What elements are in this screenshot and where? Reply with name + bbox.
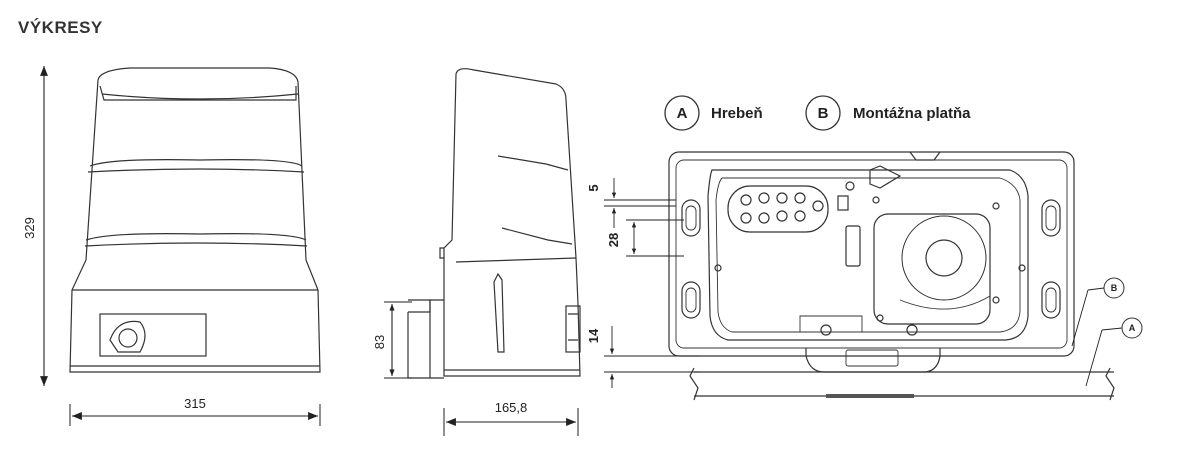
side-width-label: 165,8 — [495, 400, 528, 415]
front-height-label: 329 — [22, 217, 37, 239]
legend-a-label: Hrebeň — [711, 105, 763, 122]
detail-dimension-14 — [604, 326, 700, 388]
side-height-label: 83 — [372, 335, 387, 349]
legend-b-label: Montážna platňa — [853, 105, 971, 122]
legend: A Hrebeň B Montážna platňa — [664, 95, 971, 131]
side-width-dimension: 165,8 — [443, 400, 579, 436]
callout-a: A — [1085, 317, 1143, 387]
detail-dimension-28-label: 28 — [606, 233, 621, 247]
callout-a-letter: A — [1129, 323, 1136, 333]
callout-b: B — [1071, 277, 1125, 347]
front-width-dimension: 315 — [69, 396, 321, 426]
legend-a-circle — [664, 95, 700, 131]
front-width-label: 315 — [184, 396, 206, 411]
detail-dimension-28 — [626, 219, 684, 257]
callout-b-letter: B — [1111, 283, 1118, 293]
detail-dimension-5 — [604, 178, 676, 228]
front-view — [69, 67, 321, 373]
side-height-dimension: 83 — [372, 301, 412, 379]
page-title: VÝKRESY — [18, 18, 103, 37]
legend-b-letter: B — [818, 105, 829, 122]
side-view — [407, 68, 581, 379]
detail-view — [668, 151, 1115, 401]
front-height-dimension: 329 — [22, 66, 48, 386]
detail-dimension-14-label: 14 — [586, 328, 601, 343]
legend-a-letter: A — [677, 105, 688, 122]
legend-b-circle — [805, 95, 841, 131]
detail-dimension-5-label: 5 — [586, 184, 601, 191]
